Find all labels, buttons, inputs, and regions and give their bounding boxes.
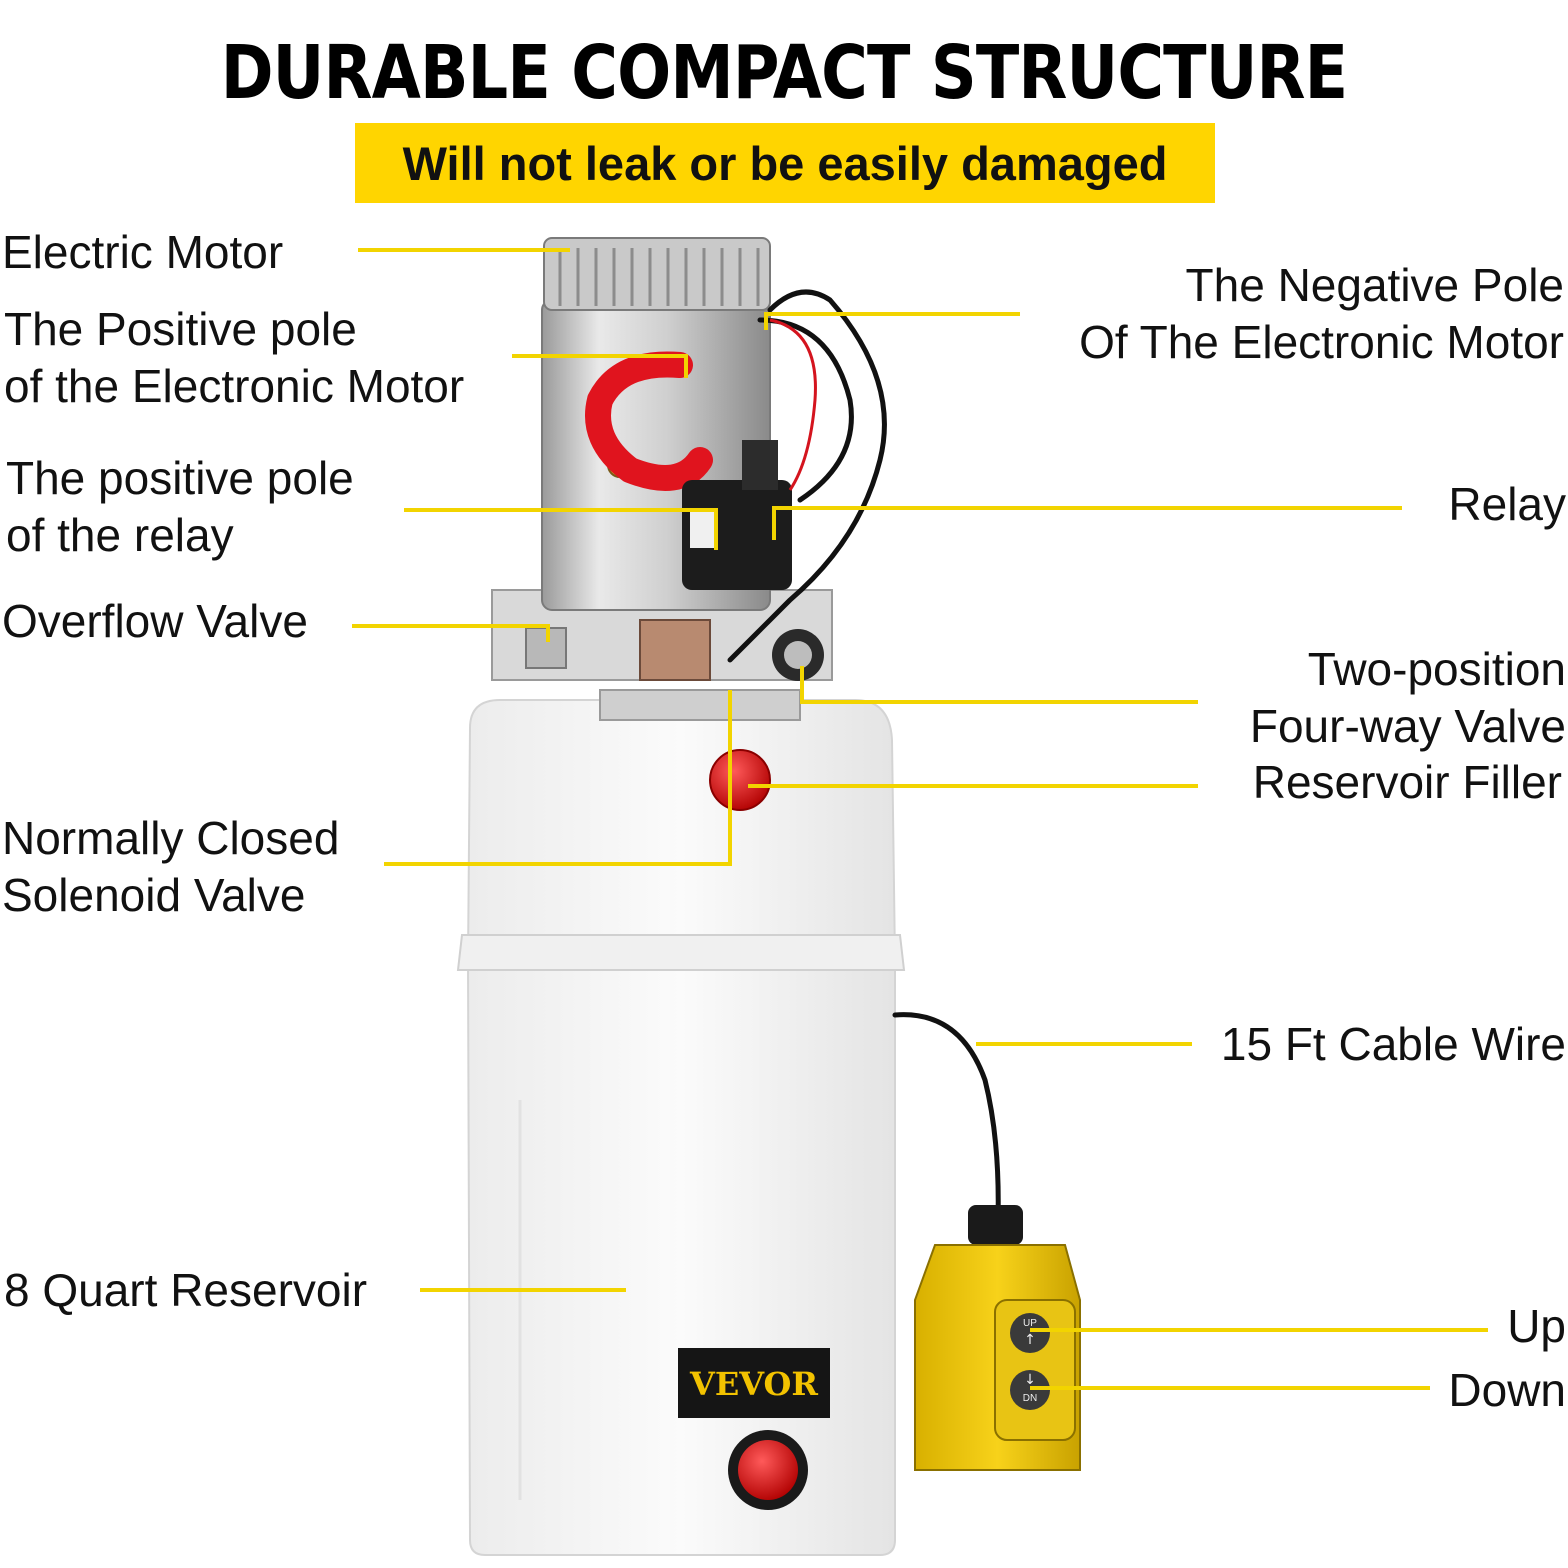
arrow-up-icon: ↑ xyxy=(1024,1332,1036,1348)
label-four-way-valve-line2: Four-way Valve xyxy=(1249,700,1566,752)
label-negative-pole: The Negative Pole Of The Electronic Moto… xyxy=(1079,257,1564,371)
arrow-down-icon: ↓ xyxy=(1024,1372,1036,1388)
leader-relay xyxy=(772,506,1402,540)
label-reservoir: 8 Quart Reservoir xyxy=(4,1264,368,1316)
leader-four-way-valve xyxy=(800,666,1198,704)
label-relay: Relay xyxy=(1448,478,1566,530)
label-cable: 15 Ft Cable Wire xyxy=(1220,1018,1566,1070)
label-up: Up xyxy=(1507,1300,1566,1352)
page-title: DURABLE COMPACT STRUCTURE xyxy=(220,30,1348,116)
positive-cables xyxy=(585,351,713,491)
leader-overflow-valve xyxy=(352,624,550,642)
label-solenoid-valve-line2: Solenoid Valve xyxy=(2,869,306,921)
brand-text: VEVOR xyxy=(689,1365,818,1403)
down-button-text: DN xyxy=(1023,1393,1037,1404)
label-positive-pole-relay-line2: of the relay xyxy=(6,509,234,561)
leader-lines xyxy=(352,248,1488,1390)
label-reservoir-filler: Reservoir Filler xyxy=(1252,756,1562,808)
label-four-way-valve: Two-position Four-way Valve xyxy=(1250,641,1566,755)
label-solenoid-valve: Normally Closed Solenoid Valve xyxy=(2,810,339,924)
remote-control: UP ↑ ↓ DN xyxy=(914,1205,1081,1471)
reservoir-tank xyxy=(456,699,906,1556)
leader-solenoid-valve xyxy=(384,690,732,866)
label-positive-pole-motor-line2: of the Electronic Motor xyxy=(4,360,465,412)
label-positive-pole-relay-line1: The positive pole xyxy=(6,452,354,504)
up-button-text: UP xyxy=(1023,1318,1037,1329)
label-negative-pole-line1: The Negative Pole xyxy=(1185,259,1564,311)
label-overflow-valve: Overflow Valve xyxy=(2,595,308,647)
drain-plug xyxy=(728,1430,808,1510)
leader-negative-pole xyxy=(764,312,1020,330)
up-button: UP ↑ xyxy=(1010,1313,1050,1353)
wiring xyxy=(727,289,1001,1223)
label-electric-motor: Electric Motor xyxy=(2,226,284,278)
leader-positive-pole-motor xyxy=(512,354,688,378)
label-positive-pole-relay: The positive pole of the relay xyxy=(6,450,354,564)
red-signal-wire xyxy=(769,318,817,491)
relay xyxy=(682,440,792,590)
label-positive-pole-motor: The Positive pole of the Electronic Moto… xyxy=(4,301,464,415)
brand-badge: VEVOR xyxy=(678,1348,830,1418)
label-solenoid-valve-line1: Normally Closed xyxy=(2,812,340,864)
label-negative-pole-line2: Of The Electronic Motor xyxy=(1079,316,1564,368)
label-positive-pole-motor-line1: The Positive pole xyxy=(4,303,357,355)
subtitle-banner: Will not leak or be easily damaged xyxy=(355,123,1215,203)
label-down: Down xyxy=(1448,1364,1566,1416)
leader-positive-pole-relay xyxy=(404,508,718,550)
reservoir-filler-cap xyxy=(709,749,771,811)
label-four-way-valve-line1: Two-position xyxy=(1307,643,1566,695)
